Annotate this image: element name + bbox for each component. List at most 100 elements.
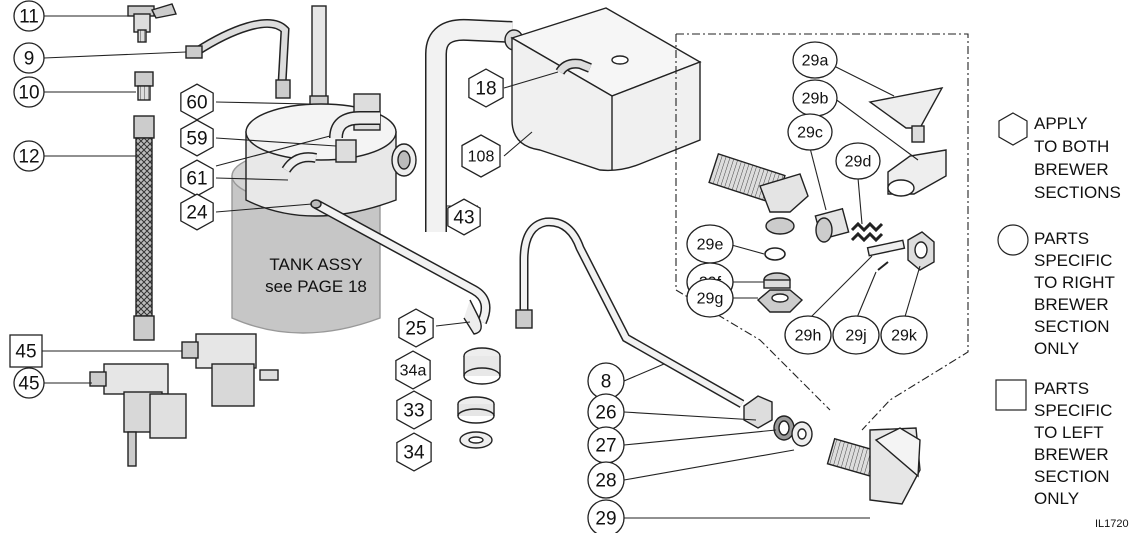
part-29-faucet [826,427,921,505]
callout-number: 34a [400,363,427,380]
callout-29h-circle: 29h [784,315,832,355]
hexagon-symbol [998,112,1028,146]
callout-number: 12 [18,147,39,168]
part-29e-oring [764,247,786,261]
callout-10-circle: 10 [13,76,45,108]
callout-number: 61 [186,169,207,190]
callout-28-circle: 28 [587,461,625,499]
callout-number: 108 [468,149,495,166]
callout-number: 29a [802,53,829,70]
callout-circle-shape [787,113,833,151]
callout-60-hexagon: 60 [180,83,214,121]
callout-circle-shape [13,42,45,74]
part-8-tube [515,217,745,408]
part-29d-spring [850,221,884,243]
callout-61-hexagon: 61 [180,159,214,197]
callout-number: 26 [595,403,616,424]
circle-symbol [997,224,1029,256]
callout-29k-circle: 29k [880,315,928,355]
part-29f-seat [763,272,791,289]
part-45-valve-front [89,363,187,467]
callout-circle-shape [832,315,880,355]
legend-circle-line1: PARTS [1034,229,1089,248]
part-108-basin [510,7,702,172]
callout-circle-shape [13,0,45,32]
legend-square-line6: ONLY [1034,489,1079,508]
callout-number: 34 [403,443,425,464]
tank-label-line1: TANK ASSY [269,255,362,274]
callout-number: 29j [845,328,866,345]
part-25-elbow [463,299,482,335]
part-34a-collar [463,347,501,385]
callout-hexagon-shape [396,432,432,472]
callout-number: 29c [797,125,823,142]
callout-number: 43 [453,208,474,229]
callout-hexagon-shape [398,308,434,348]
callout-circle-shape [686,278,734,318]
legend-square-line1: PARTS [1034,379,1089,398]
callout-number: 29 [595,509,616,530]
callout-number: 9 [24,49,35,70]
callout-25-hexagon: 25 [398,308,434,348]
callout-number: 45 [15,342,36,363]
callout-34a-hexagon: 34a [395,350,431,390]
part-24-tube [310,199,491,325]
callout-circle-shape [880,315,928,355]
legend-hex-line1: APPLY [1034,114,1088,133]
callout-hexagon-shape [447,198,481,236]
callout-number: 59 [186,129,207,150]
part-29k-cap [907,231,935,271]
legend-hex-line4: SECTIONS [1034,183,1121,202]
tank-label-line2: see PAGE 18 [265,277,367,296]
faucet-body [708,153,809,235]
part-27-ring [773,415,795,441]
callout-number: 29k [891,328,918,345]
part-29b-bracket [887,149,947,197]
callout-hexagon-shape [180,159,214,197]
callout-29b-circle: 29b [792,79,838,117]
callout-27-circle: 27 [587,426,625,464]
part-45-valve-rear [181,333,279,407]
callout-45-circle: 45 [13,367,45,399]
callout-108-hexagon: 108 [461,134,501,178]
part-10-fitting [134,71,154,101]
callout-number: 29e [697,237,724,254]
legend-hex-line3: BREWER [1034,160,1109,179]
callout-circle-shape [784,315,832,355]
callout-18-hexagon: 18 [468,68,504,108]
callout-hexagon-shape [396,390,432,430]
callout-badges: 119101245456059612418108432534a333482627… [9,0,928,537]
callout-number: 29h [795,328,822,345]
callout-hexagon-shape [180,83,214,121]
part-29a-lever [868,87,944,143]
callout-number: 45 [18,374,39,395]
part-29h-stem [866,239,906,257]
callout-9-circle: 9 [13,42,45,74]
callout-circle-shape [13,76,45,108]
callout-59-hexagon: 59 [180,119,214,157]
legend-circle-line5: SECTION [1034,317,1110,336]
callout-12-circle: 12 [13,140,45,172]
callout-number: 25 [405,319,426,340]
callout-43-hexagon: 43 [447,198,481,236]
part-43-tube [425,18,524,232]
part-9-tube [185,19,291,99]
part-11-fitting [127,3,177,43]
callout-number: 60 [186,93,207,114]
callout-number: 11 [19,7,39,28]
part-29c-cylinder [814,207,850,243]
callout-number: 10 [18,83,39,104]
callout-11-circle: 11 [13,0,45,32]
figure-code: IL1720 [1095,518,1129,530]
callout-circle-shape [587,461,625,499]
callout-hexagon-shape [180,119,214,157]
callout-26-circle: 26 [587,393,625,431]
legend-circle-line4: BREWER [1034,295,1109,314]
callout-circle-shape [13,140,45,172]
callout-29e-circle: 29e [686,224,734,264]
